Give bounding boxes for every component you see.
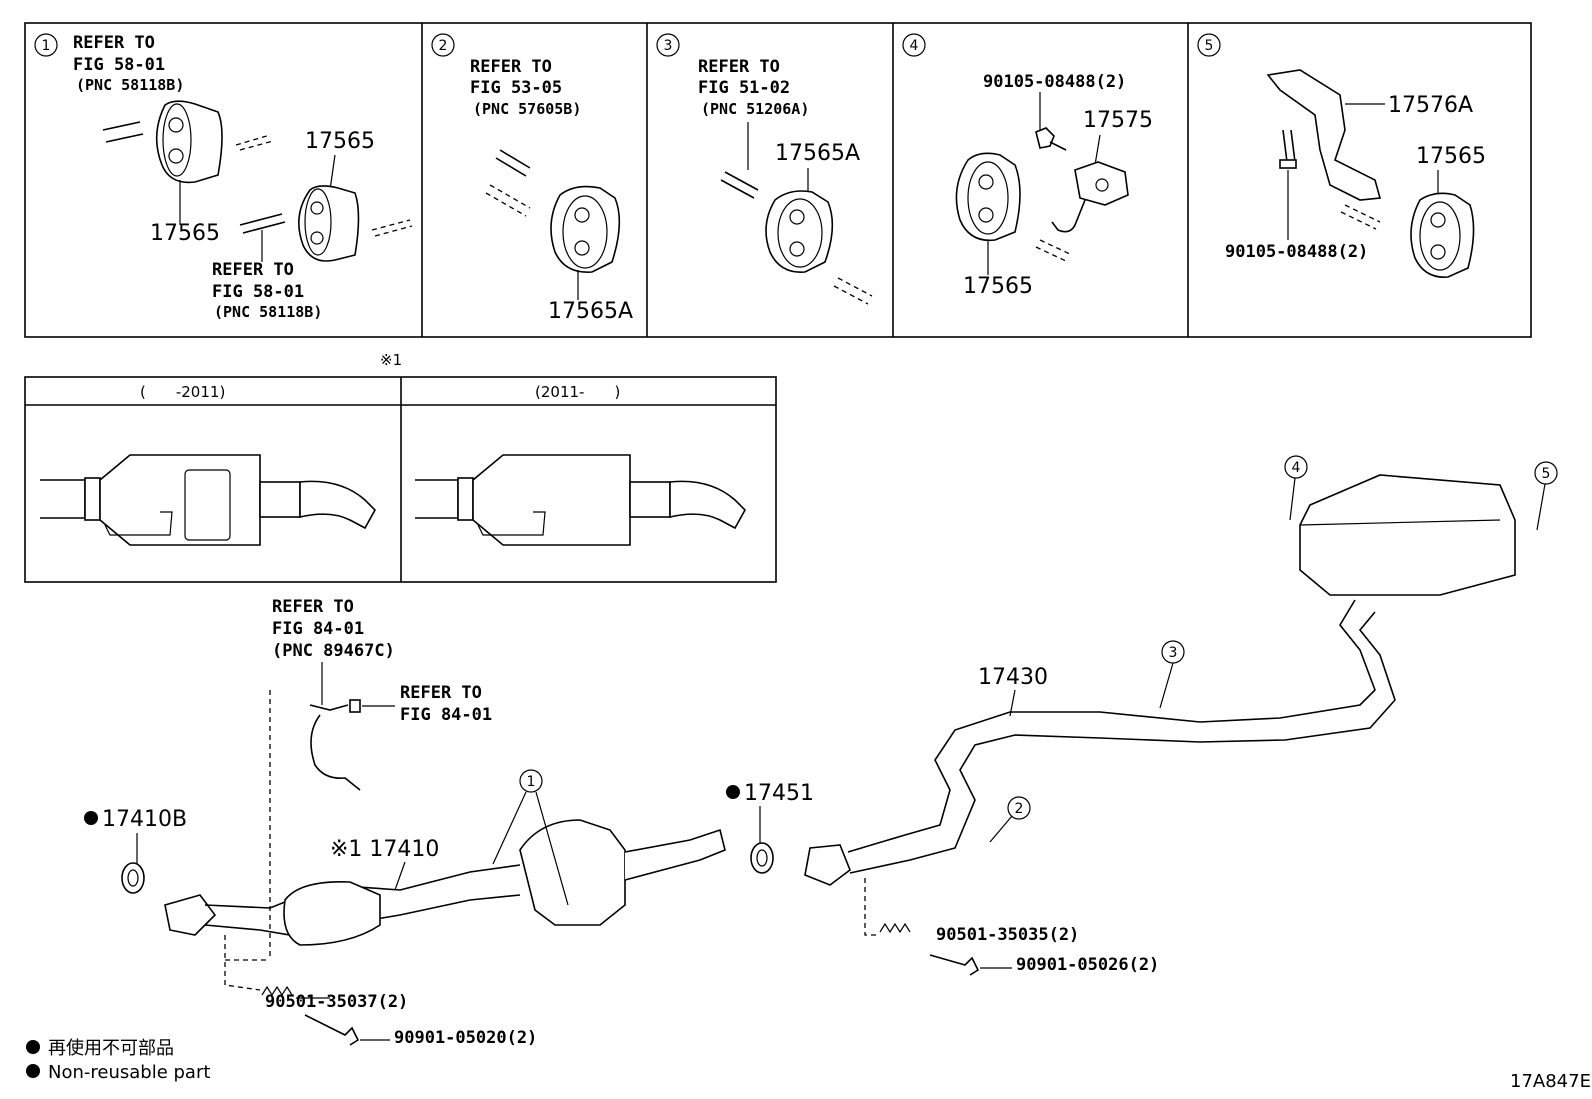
svg-text:2: 2 bbox=[439, 38, 448, 54]
svg-text:4: 4 bbox=[1292, 460, 1301, 476]
front-pipe-17410 bbox=[164, 819, 726, 946]
detail-box-5: 5 17576A 17565 90105-08488(2) bbox=[1197, 33, 1486, 278]
center-pipe-17430 bbox=[804, 474, 1516, 886]
svg-text:17410B: 17410B bbox=[102, 807, 187, 832]
svg-text:FIG 58-01: FIG 58-01 bbox=[212, 282, 304, 302]
svg-text:17565A: 17565A bbox=[775, 141, 860, 166]
svg-text:17565: 17565 bbox=[963, 274, 1033, 299]
svg-text:FIG 58-01: FIG 58-01 bbox=[73, 55, 165, 75]
svg-text:(PNC 89467C): (PNC 89467C) bbox=[272, 641, 395, 661]
hanger-17565-b bbox=[298, 185, 360, 262]
svg-text:90901-05026(2): 90901-05026(2) bbox=[1016, 955, 1159, 975]
non-reusable-dot bbox=[726, 785, 740, 799]
svg-text:REFER TO: REFER TO bbox=[400, 683, 482, 703]
svg-text:17565: 17565 bbox=[150, 221, 220, 246]
svg-text:(PNC 51206A): (PNC 51206A) bbox=[701, 100, 809, 118]
hanger-17565-b5 bbox=[1410, 192, 1475, 278]
svg-text:( -2011): ( -2011) bbox=[140, 383, 225, 401]
svg-text:1: 1 bbox=[527, 774, 536, 790]
svg-text:5: 5 bbox=[1205, 38, 1214, 54]
detail-box-2: 2 REFER TO FIG 53-05 (PNC 57605B) 17565A bbox=[431, 33, 633, 324]
detail-box-1: 1 REFER TO FIG 58-01 (PNC 58118B) 17565 … bbox=[34, 33, 413, 321]
svg-text:17565: 17565 bbox=[305, 129, 375, 154]
svg-text:17565: 17565 bbox=[1416, 144, 1486, 169]
svg-text:REFER TO: REFER TO bbox=[470, 57, 552, 77]
svg-text:90105-08488(2): 90105-08488(2) bbox=[1225, 242, 1368, 262]
svg-text:90501-35035(2): 90501-35035(2) bbox=[936, 925, 1079, 945]
top-detail-boxes bbox=[24, 22, 1532, 338]
gasket-17451 bbox=[750, 842, 774, 874]
svg-text:(PNC 58118B): (PNC 58118B) bbox=[76, 76, 184, 94]
oxygen-sensor bbox=[309, 699, 361, 791]
svg-text:5: 5 bbox=[1542, 466, 1551, 482]
svg-text:1: 1 bbox=[42, 38, 51, 54]
svg-text:17430: 17430 bbox=[978, 665, 1048, 690]
bracket-17576a bbox=[1266, 69, 1382, 201]
figure-code: 17A847E bbox=[1510, 1071, 1591, 1092]
svg-text:90105-08488(2): 90105-08488(2) bbox=[983, 72, 1126, 92]
converter-pre-2011 bbox=[40, 454, 376, 546]
svg-text:17575: 17575 bbox=[1083, 108, 1153, 133]
svg-text:17576A: 17576A bbox=[1388, 93, 1473, 118]
main-assembly: REFER TO FIG 84-01 (PNC 89467C) REFER TO… bbox=[84, 455, 1558, 1048]
svg-text:FIG 84-01: FIG 84-01 bbox=[272, 619, 364, 639]
hanger-17565-a bbox=[155, 100, 223, 184]
svg-text:FIG 51-02: FIG 51-02 bbox=[698, 78, 790, 98]
variant-box: ※1 ( -2011) (2011- ) bbox=[24, 351, 777, 583]
gasket-17410b bbox=[121, 862, 145, 894]
detail-box-4: 4 90105-08488(2) 17575 17565 bbox=[902, 33, 1153, 299]
svg-text:(2011- ): (2011- ) bbox=[535, 383, 620, 401]
svg-text:(PNC 58118B): (PNC 58118B) bbox=[214, 303, 322, 321]
svg-text:REFER TO: REFER TO bbox=[73, 33, 155, 53]
hanger-17565-b4 bbox=[955, 152, 1021, 242]
svg-text:FIG 53-05: FIG 53-05 bbox=[470, 78, 562, 98]
svg-text:17451: 17451 bbox=[744, 781, 814, 806]
svg-text:FIG 84-01: FIG 84-01 bbox=[400, 705, 492, 725]
svg-text:17565A: 17565A bbox=[548, 299, 633, 324]
detail-box-3: 3 REFER TO FIG 51-02 (PNC 51206A) 17565A bbox=[656, 33, 873, 305]
svg-text:REFER TO: REFER TO bbox=[272, 597, 354, 617]
svg-text:※1: ※1 bbox=[380, 351, 402, 369]
svg-text:4: 4 bbox=[910, 38, 919, 54]
legend: 再使用不可部品 Non-reusable part bbox=[26, 1038, 210, 1083]
svg-text:2: 2 bbox=[1015, 801, 1024, 817]
svg-text:Non-reusable part: Non-reusable part bbox=[48, 1062, 210, 1083]
svg-text:(PNC 57605B): (PNC 57605B) bbox=[473, 100, 581, 118]
non-reusable-dot bbox=[84, 811, 98, 825]
bracket-17575 bbox=[1051, 161, 1129, 233]
svg-text:3: 3 bbox=[1169, 645, 1178, 661]
hanger-17565a bbox=[550, 185, 621, 273]
converter-post-2011 bbox=[415, 454, 746, 546]
svg-text:REFER TO: REFER TO bbox=[212, 260, 294, 280]
svg-text:REFER TO: REFER TO bbox=[698, 57, 780, 77]
svg-text:90901-05020(2): 90901-05020(2) bbox=[394, 1028, 537, 1048]
svg-text:3: 3 bbox=[664, 38, 673, 54]
svg-text:再使用不可部品: 再使用不可部品 bbox=[48, 1038, 174, 1059]
svg-text:90501-35037(2): 90501-35037(2) bbox=[265, 992, 408, 1012]
svg-text:※1 17410: ※1 17410 bbox=[330, 837, 439, 862]
hanger-17565a-b3 bbox=[765, 190, 834, 273]
